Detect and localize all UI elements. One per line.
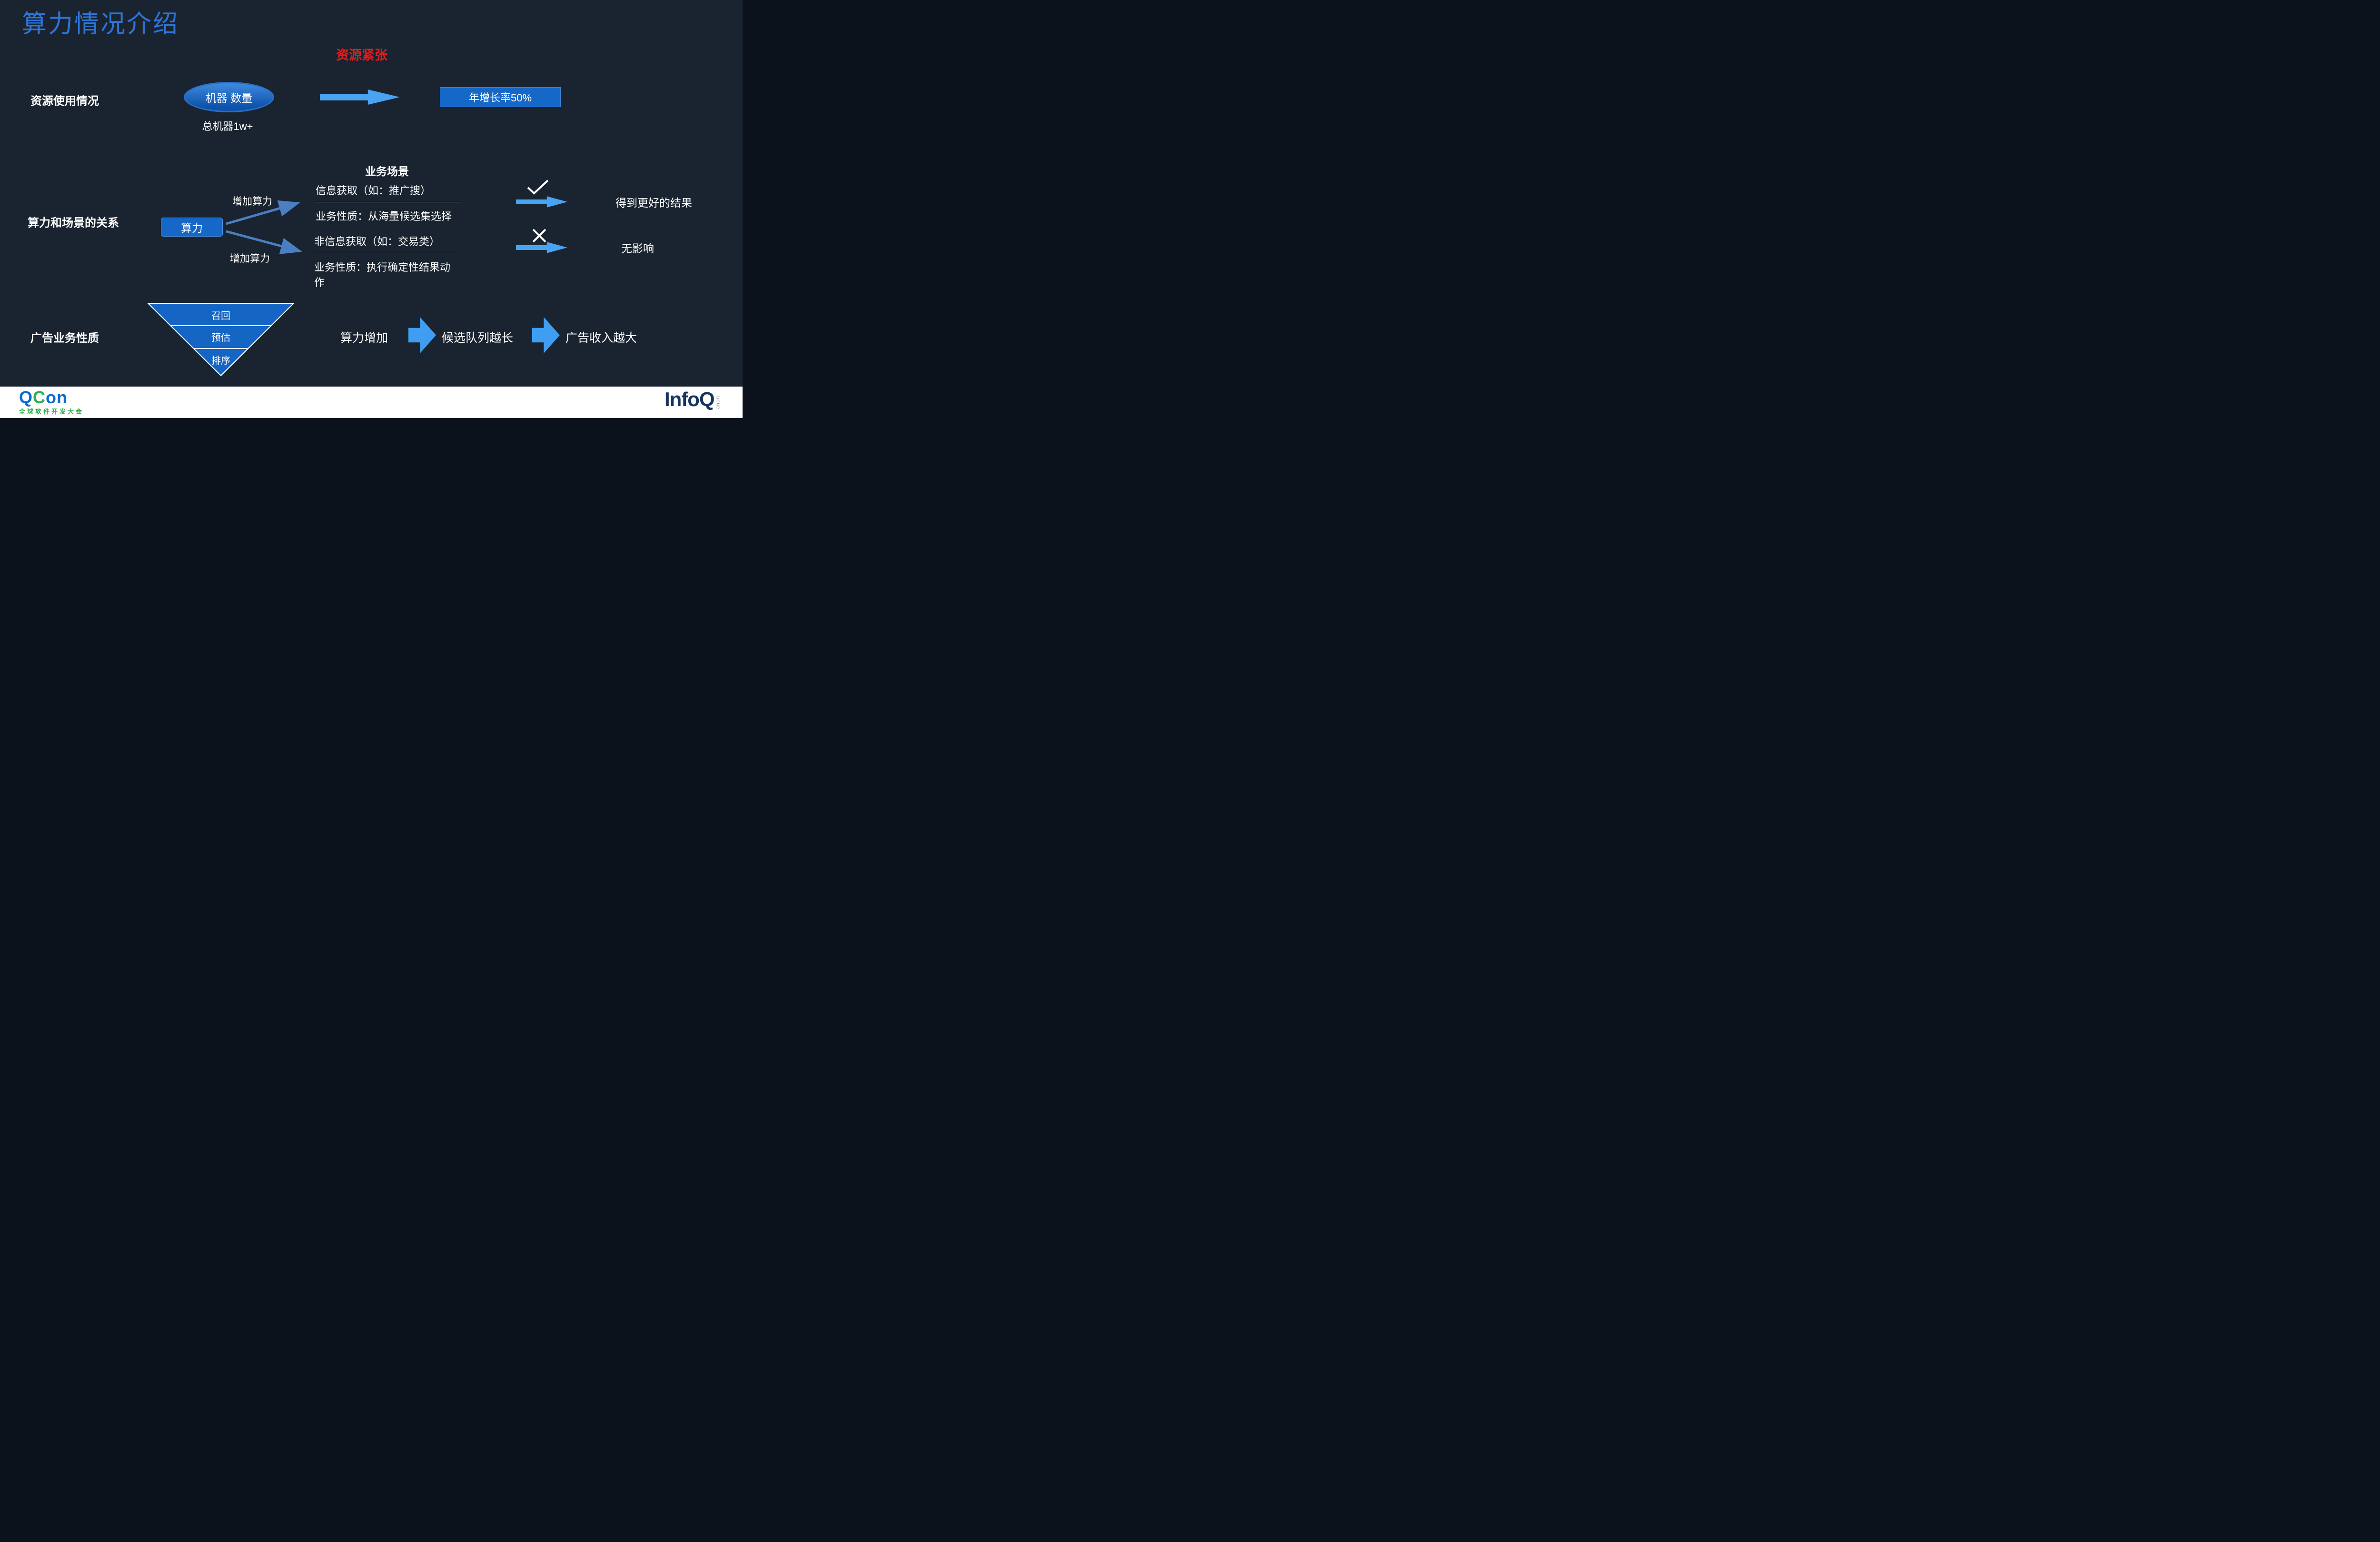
- increase-power-top-label: 增加算力: [232, 196, 272, 207]
- funnel-rank-label: 排序: [211, 355, 230, 366]
- growth-rate-box: 年增长率50%: [440, 87, 561, 107]
- footer-bar: [0, 387, 743, 418]
- noninfo-scenario-desc: 业务性质：执行确定性结果动作: [314, 261, 451, 289]
- resource-alert-text: 资源紧张: [336, 48, 387, 62]
- info-scenario-block: 信息获取（如：推广搜） 业务性质：从海量候选集选择: [316, 182, 461, 223]
- step1-text: 算力增加: [340, 331, 388, 345]
- page-title: 算力情况介绍: [22, 10, 179, 39]
- cross-icon: [532, 229, 546, 243]
- funnel-recall-label: 召回: [211, 311, 230, 321]
- section-label-ads: 广告业务性质: [30, 332, 99, 345]
- step2-text: 候选队列越长: [442, 331, 514, 345]
- machine-total-text: 总机器1w+: [202, 120, 253, 132]
- qcon-q-letter: Q: [19, 388, 33, 407]
- qcon-on-letters: on: [46, 388, 68, 407]
- step3-text: 广告收入越大: [565, 331, 637, 345]
- computing-power-label: 算力: [181, 222, 203, 234]
- increase-arrows-icon: [226, 200, 302, 254]
- infoq-vertical-text: ueue: [715, 396, 721, 410]
- info-scenario-desc: 业务性质：从海量候选集选择: [316, 210, 452, 222]
- arrow-right-icon: [320, 90, 400, 105]
- infoq-logo-text: InfoQ: [664, 388, 715, 410]
- growth-rate-label: 年增长率50%: [468, 92, 532, 104]
- block-arrow-icon-1: [408, 317, 436, 353]
- computing-power-box: 算力: [161, 218, 223, 237]
- increase-power-bottom-label: 增加算力: [230, 253, 270, 264]
- noninfo-scenario-title: 非信息获取（如：交易类）: [314, 233, 459, 253]
- qcon-logo: QCon 全球软件开发大会: [19, 389, 84, 415]
- noninfo-scenario-block: 非信息获取（如：交易类） 业务性质：执行确定性结果动作: [314, 233, 459, 289]
- check-icon: [527, 179, 549, 195]
- positive-result-text: 得到更好的结果: [615, 197, 692, 209]
- qcon-subtitle: 全球软件开发大会: [19, 408, 84, 415]
- funnel-estimate-label: 预估: [211, 332, 230, 343]
- scenarios-header: 业务场景: [365, 165, 409, 178]
- section-label-relation: 算力和场景的关系: [28, 217, 119, 229]
- info-scenario-title: 信息获取（如：推广搜）: [316, 182, 461, 202]
- machine-count-label: 机器 数量: [205, 92, 253, 104]
- ad-funnel: 召回 预估 排序: [147, 303, 295, 377]
- positive-arrow-icon: [516, 196, 567, 208]
- qcon-logo-text: QCon: [19, 389, 84, 406]
- block-arrow-icon-2: [532, 317, 560, 353]
- section-label-resources: 资源使用情况: [30, 95, 99, 108]
- machine-count-ellipse: 机器 数量: [184, 82, 274, 112]
- qcon-c-letter: C: [33, 388, 46, 407]
- slide: 算力情况介绍 资源紧张 资源使用情况 机器 数量 总机器1w+ 年增长率50% …: [0, 0, 743, 418]
- negative-result-text: 无影响: [621, 242, 654, 255]
- infoq-logo: InfoQ ueue: [664, 388, 721, 410]
